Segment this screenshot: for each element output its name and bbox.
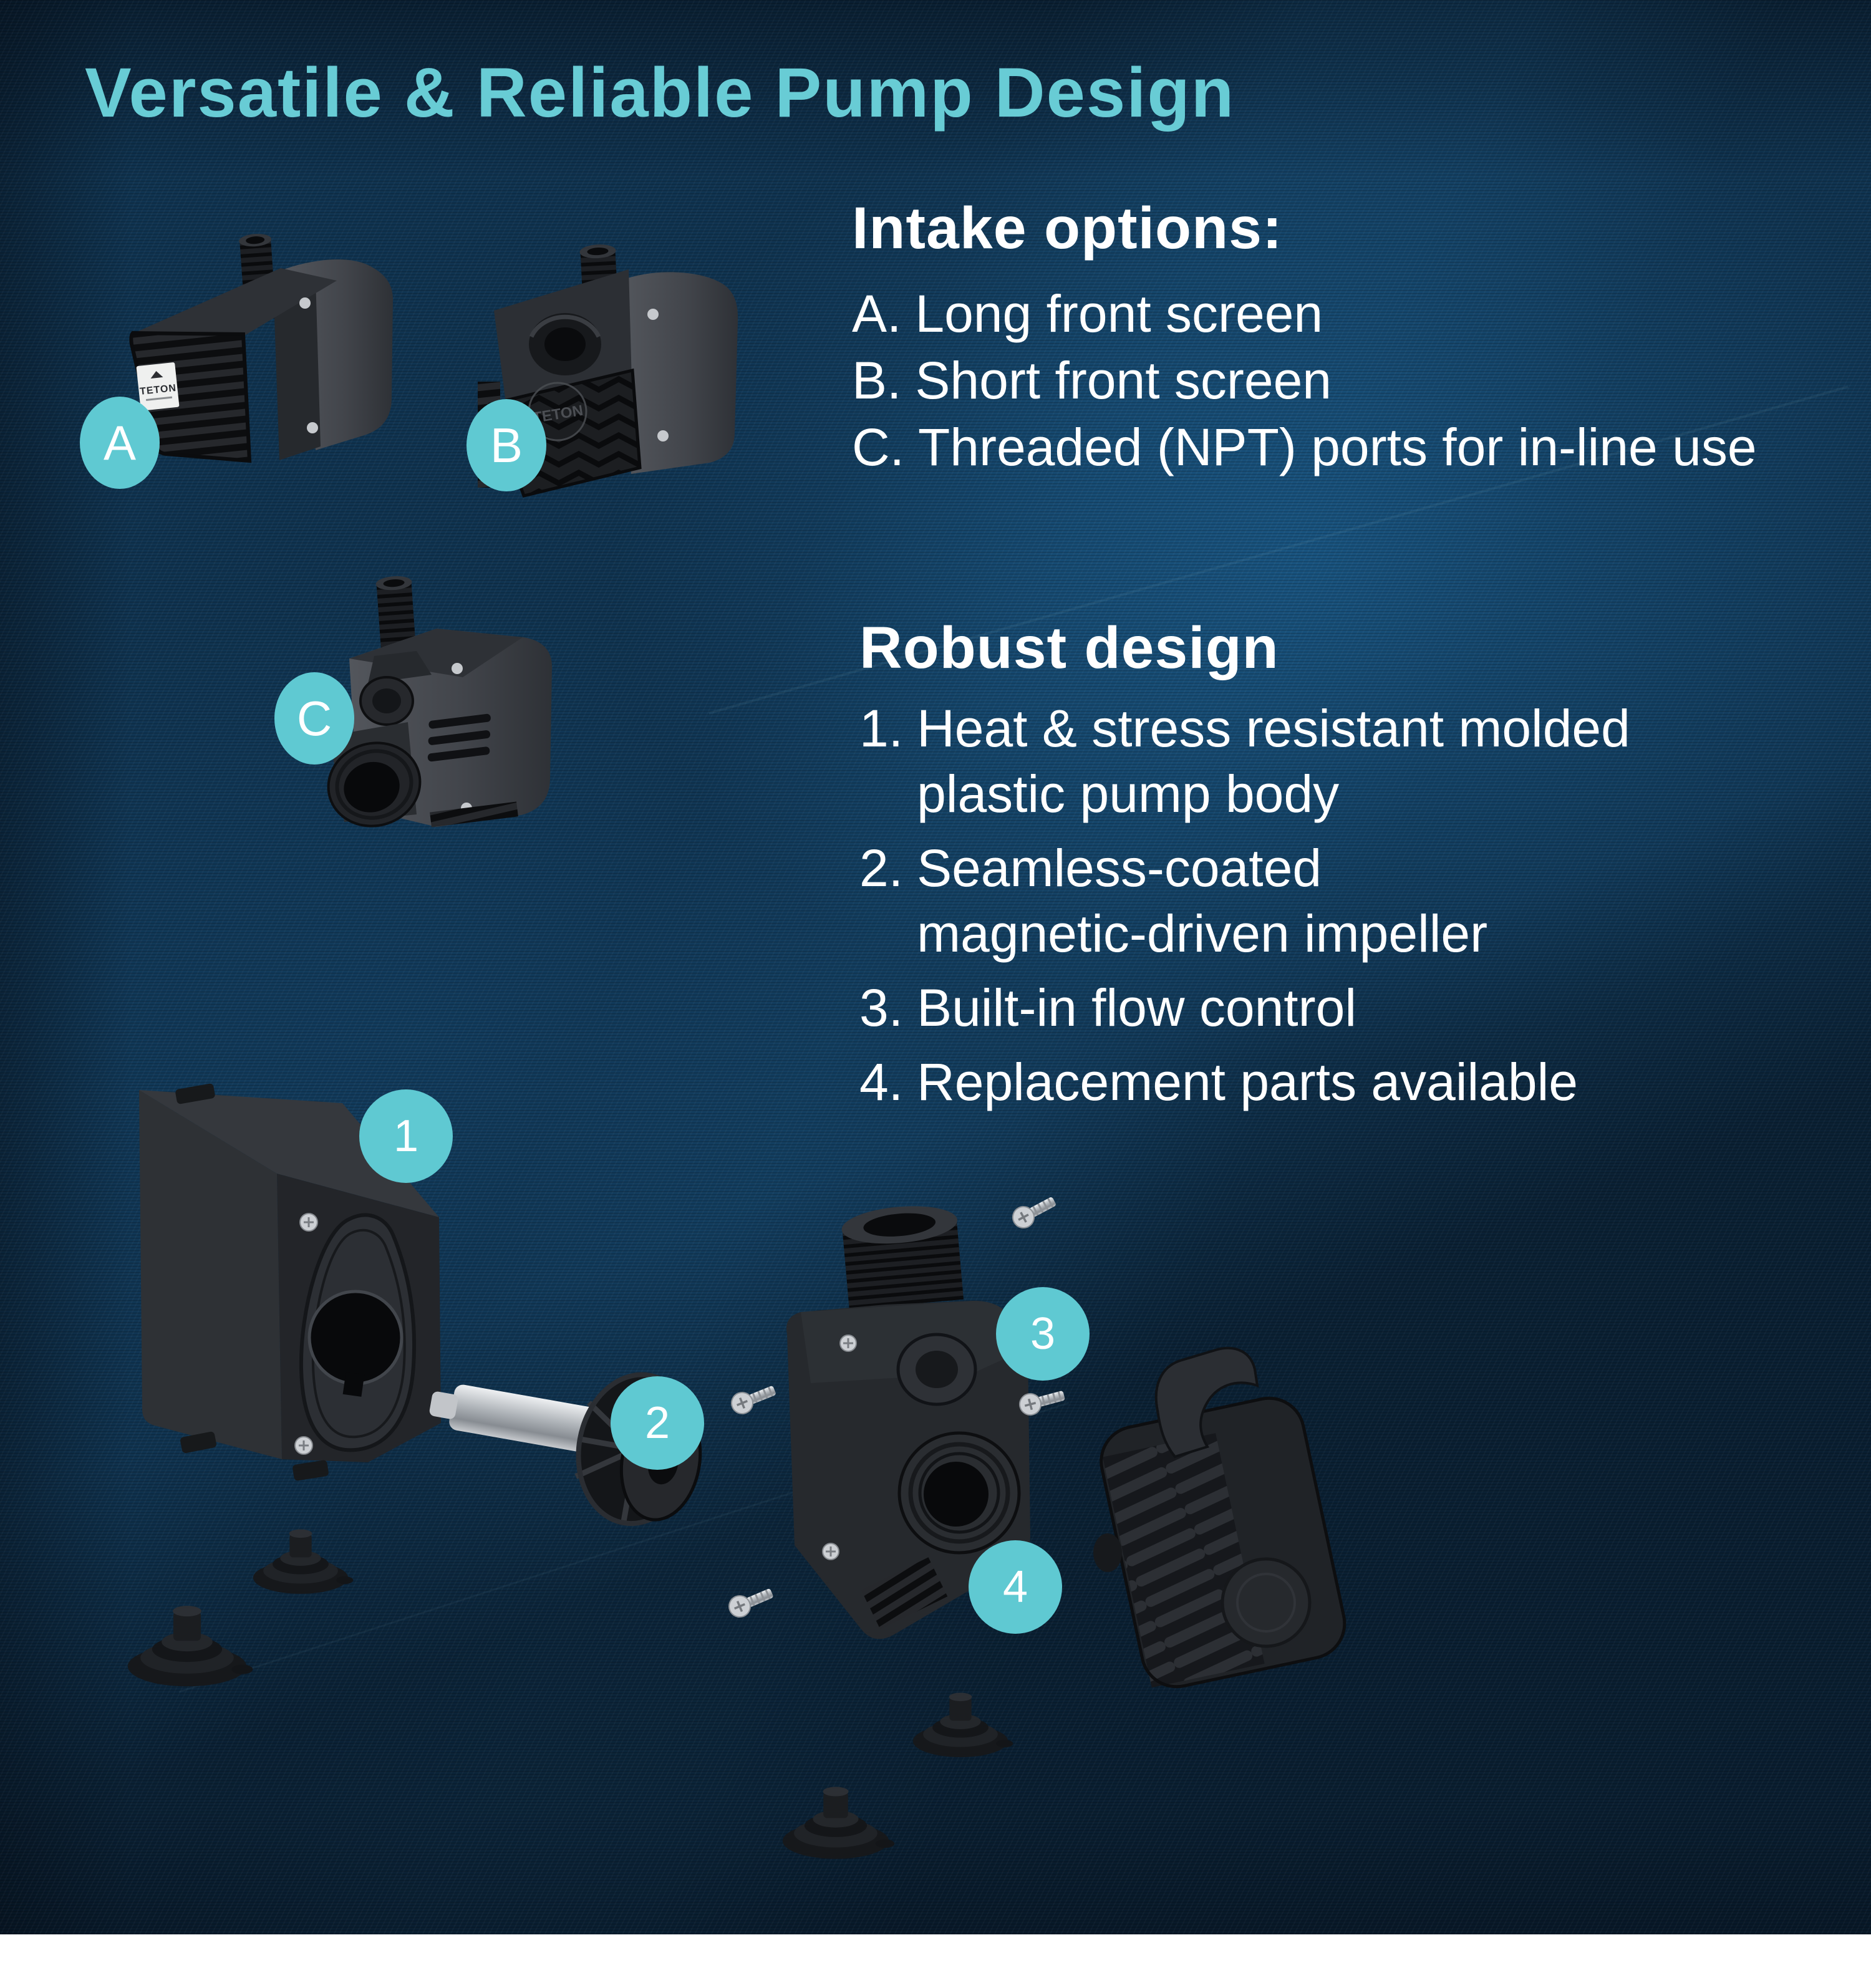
- item-text: Threaded (NPT) ports for in-line use: [918, 418, 1757, 476]
- item-label: B.: [852, 351, 902, 410]
- intake-option-item: C. Threaded (NPT) ports for in-line use: [852, 415, 1862, 480]
- intake-options-section: Intake options: A. Long front screen B. …: [852, 195, 1862, 481]
- item-label: 3.: [859, 978, 904, 1037]
- item-text: Short front screen: [915, 351, 1332, 410]
- badge-part-4: 4: [969, 1540, 1062, 1634]
- item-label: 2.: [859, 839, 904, 897]
- intake-option-item: B. Short front screen: [852, 348, 1862, 413]
- intake-option-item: A. Long front screen: [852, 281, 1862, 347]
- robust-design-item: 4. Replacement parts available: [859, 1049, 1832, 1115]
- part-3-volute-housing-image: [786, 1206, 1030, 1639]
- item-label: A.: [852, 284, 902, 343]
- suction-cup-feet: [127, 1529, 354, 1687]
- item-text: Seamless-coated magnetic-driven impeller: [917, 839, 1488, 963]
- suction-cup-parts: [782, 1692, 1013, 1859]
- badge-pump-a: A: [80, 397, 160, 489]
- item-text: Replacement parts available: [917, 1053, 1578, 1111]
- bottom-white-strip: [0, 1934, 1871, 1988]
- badge-pump-c: C: [274, 672, 354, 765]
- item-label: 1.: [859, 699, 904, 758]
- item-label: 4.: [859, 1053, 904, 1111]
- svg-text:TETON: TETON: [139, 383, 176, 397]
- page-title: Versatile & Reliable Pump Design: [85, 54, 1235, 132]
- pump-a-image: TETON: [129, 233, 393, 463]
- teton-logo-label: TETON: [136, 362, 180, 411]
- badge-part-1: 1: [359, 1089, 453, 1183]
- robust-design-item: 2. Seamless-coated magnetic-driven impel…: [859, 836, 1832, 967]
- item-text: Heat & stress resistant molded plastic p…: [917, 699, 1630, 823]
- item-label: C.: [852, 418, 904, 476]
- robust-design-heading: Robust design: [859, 615, 1279, 681]
- pump-c-image: [327, 576, 553, 828]
- intake-options-heading: Intake options:: [852, 195, 1283, 261]
- badge-pump-b: B: [467, 399, 546, 491]
- robust-design-item: 3. Built-in flow control: [859, 975, 1832, 1041]
- item-text: Long front screen: [915, 284, 1323, 343]
- part-4-intake-screen-image: [1093, 1346, 1346, 1689]
- badge-part-3: 3: [996, 1287, 1090, 1381]
- robust-design-item: 1. Heat & stress resistant molded plasti…: [859, 696, 1832, 827]
- part-1-pump-body-image: [139, 1083, 441, 1481]
- robust-design-section: Robust design 1. Heat & stress resistant…: [859, 614, 1832, 1124]
- item-text: Built-in flow control: [917, 978, 1356, 1037]
- badge-part-2: 2: [611, 1376, 704, 1470]
